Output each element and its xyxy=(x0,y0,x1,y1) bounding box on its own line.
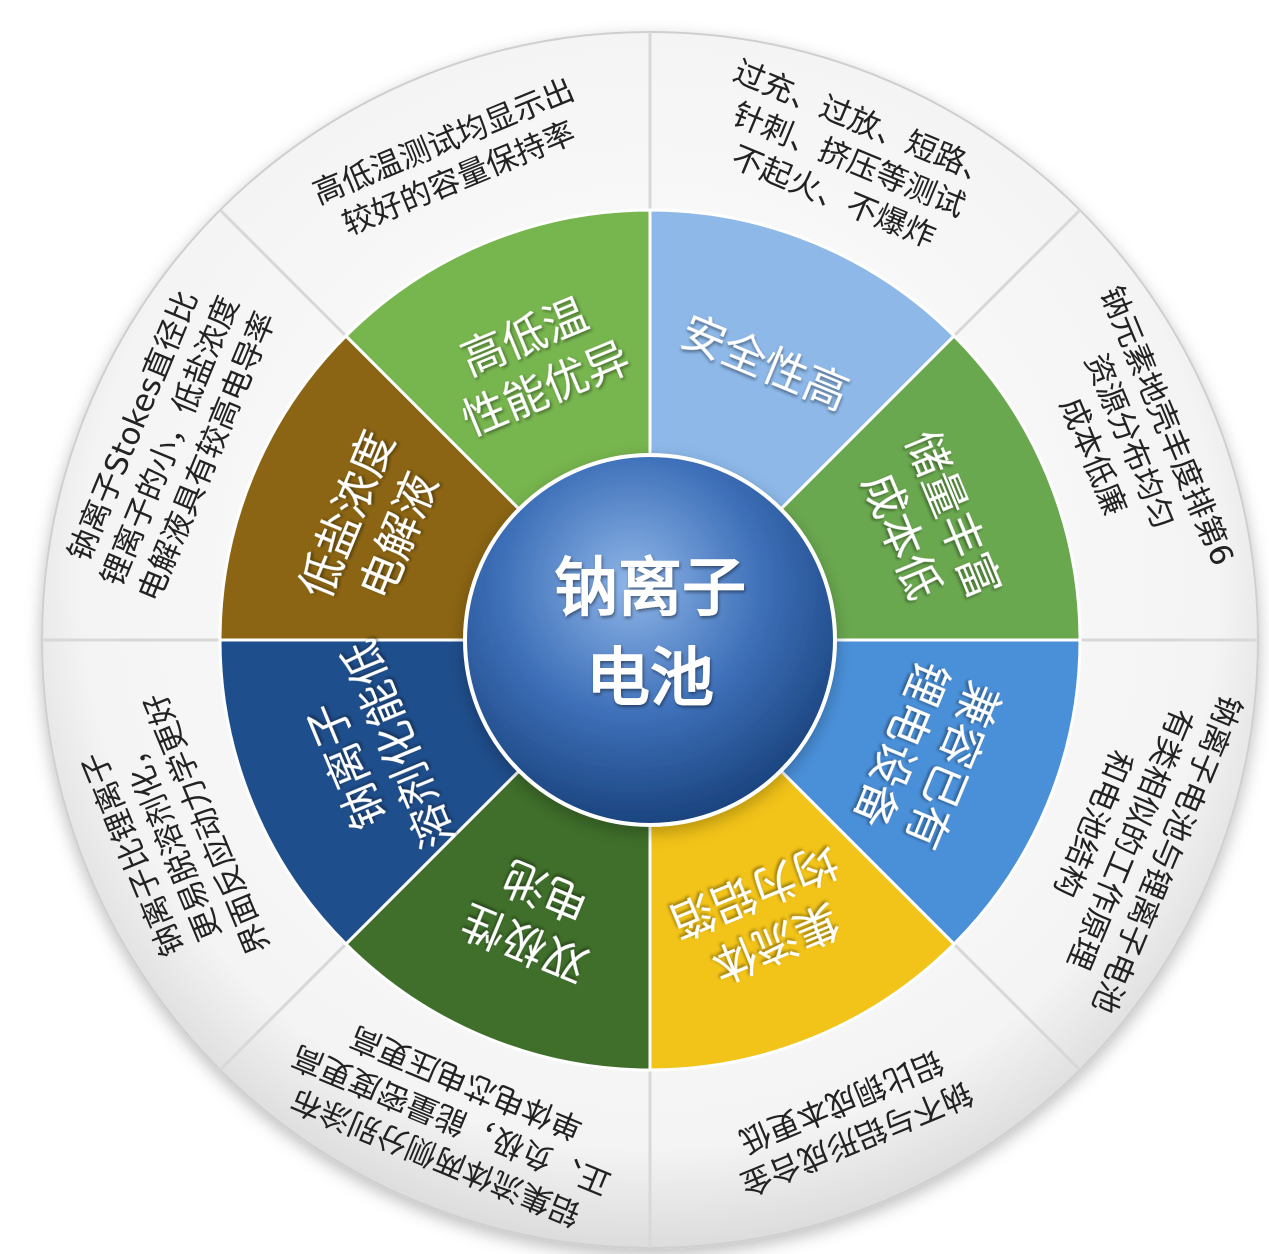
center-title-line-2: 电池 xyxy=(586,642,714,716)
outer-divider-3 xyxy=(952,942,1081,1071)
center-title-line-1: 钠离子 xyxy=(554,552,746,626)
outer-divider-7 xyxy=(219,209,348,338)
outer-dividers xyxy=(42,32,1258,1248)
outer-divider-5 xyxy=(219,942,348,1071)
outer-divider-1 xyxy=(952,209,1081,338)
center-circle xyxy=(463,453,837,827)
